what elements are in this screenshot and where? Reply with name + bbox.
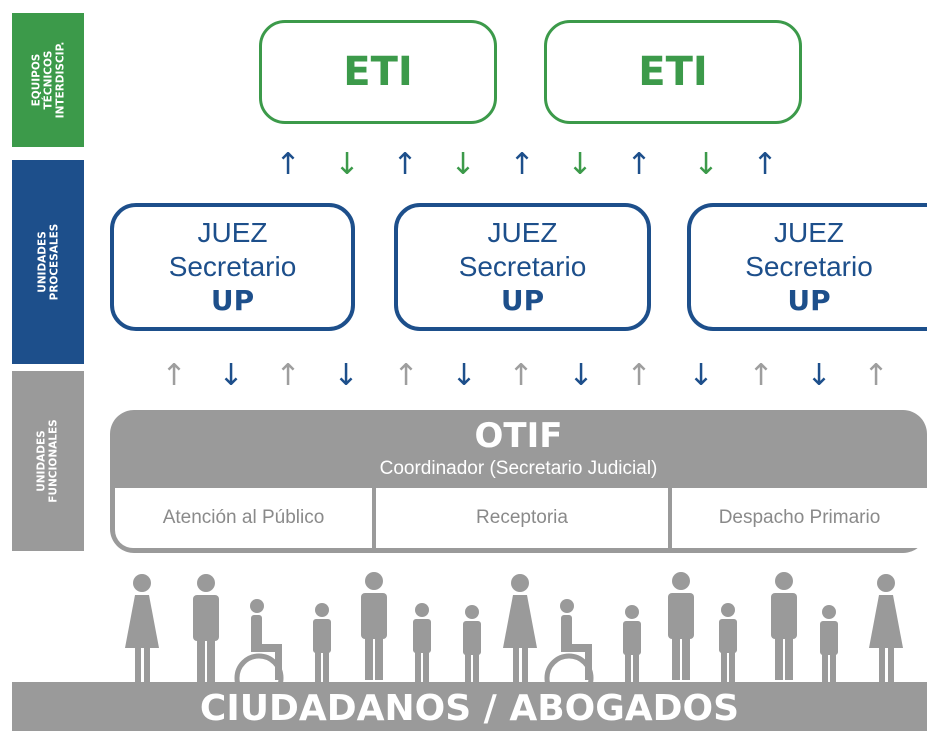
- arrow-down-icon: ↓: [567, 147, 593, 182]
- side-label-unidades-funcionales-text: UNIDADES FUNCIONALES: [36, 419, 60, 503]
- ciudadanos-abogados-bar: CIUDADANOS / ABOGADOS: [12, 682, 927, 731]
- arrow-up-icon: ↑: [275, 358, 301, 393]
- arrow-down-icon: ↓: [334, 147, 360, 182]
- arrow-up-icon: ↑: [161, 358, 187, 393]
- ciudadanos-abogados-label: CIUDADANOS / ABOGADOS: [199, 688, 740, 729]
- arrow-down-icon: ↓: [693, 147, 719, 182]
- up-box-3-up: UP: [787, 284, 831, 317]
- arrow-up-icon: ↑: [508, 358, 534, 393]
- arrow-down-icon: ↓: [568, 358, 594, 393]
- arrow-down-icon: ↓: [450, 147, 476, 182]
- up-box-2: JUEZ Secretario UP: [394, 203, 651, 331]
- otif-section-receptoria: Receptoria: [376, 488, 668, 548]
- up-box-1-juez: JUEZ: [197, 217, 268, 248]
- people-figures-icon: [125, 572, 903, 682]
- up-box-3: JUEZ Secretario UP: [687, 203, 927, 331]
- eti-box-1: ETI: [259, 20, 497, 124]
- up-box-2-up: UP: [500, 284, 545, 317]
- arrow-down-icon: ↓: [688, 358, 714, 393]
- side-label-equipos-text: EQUIPOS TÉCNICOS INTERDISCIP.: [30, 41, 67, 119]
- up-box-3-secretario: Secretario: [745, 251, 873, 282]
- up-box-1-secretario: Secretario: [168, 251, 297, 282]
- up-box-3-juez: JUEZ: [774, 217, 844, 248]
- side-label-unidades-procesales-text: UNIDADES PROCESALES: [36, 223, 61, 301]
- eti-box-2: ETI: [544, 20, 802, 124]
- arrow-down-icon: ↓: [451, 358, 477, 393]
- otif-section-despacho: Despacho Primario: [672, 488, 927, 548]
- arrow-down-icon: ↓: [218, 358, 244, 393]
- arrow-up-icon: ↑: [626, 358, 652, 393]
- eti-box-2-label: ETI: [638, 49, 708, 95]
- arrow-up-icon: ↑: [752, 147, 778, 182]
- arrow-up-icon: ↑: [275, 147, 301, 182]
- up-box-1-up: UP: [210, 284, 255, 317]
- up-box-1: JUEZ Secretario UP: [110, 203, 355, 331]
- up-box-2-secretario: Secretario: [458, 251, 587, 282]
- otif-subtitle: Coordinador (Secretario Judicial): [379, 458, 658, 479]
- arrow-up-icon: ↑: [393, 358, 419, 393]
- arrow-up-icon: ↑: [748, 358, 774, 393]
- arrow-down-icon: ↓: [806, 358, 832, 393]
- arrow-up-icon: ↑: [509, 147, 535, 182]
- side-label-equipos: EQUIPOS TÉCNICOS INTERDISCIP.: [12, 13, 84, 147]
- arrow-up-icon: ↑: [392, 147, 418, 182]
- arrow-up-icon: ↑: [626, 147, 652, 182]
- side-label-unidades-procesales: UNIDADES PROCESALES: [12, 160, 84, 364]
- otif-title: OTIF: [474, 416, 563, 456]
- arrow-down-icon: ↓: [333, 358, 359, 393]
- up-box-2-juez: JUEZ: [487, 217, 558, 248]
- arrow-up-icon: ↑: [863, 358, 889, 393]
- side-label-unidades-funcionales: UNIDADES FUNCIONALES: [12, 371, 84, 551]
- otif-section-atencion: Atención al Público: [115, 488, 372, 548]
- eti-box-1-label: ETI: [343, 49, 413, 95]
